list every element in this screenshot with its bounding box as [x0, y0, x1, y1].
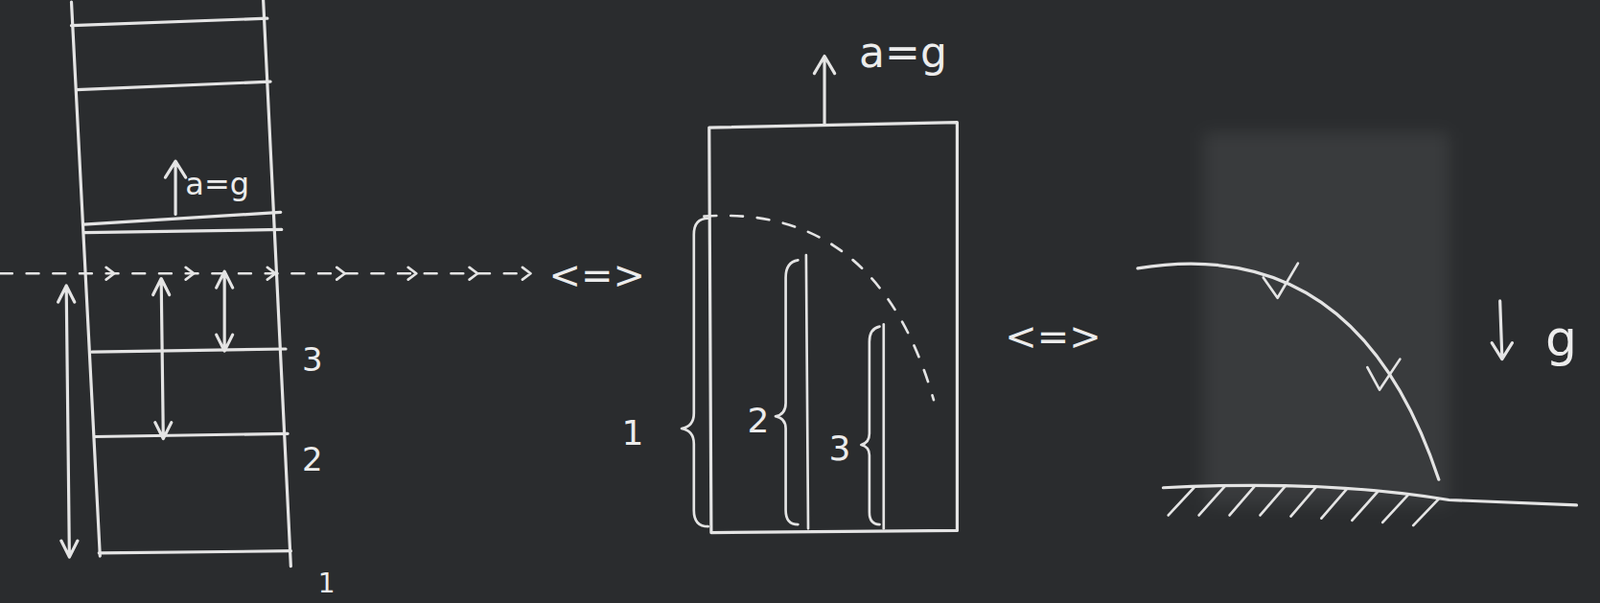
- velocity-mark: [1367, 359, 1400, 391]
- brace: [681, 218, 709, 527]
- brace: [860, 326, 880, 525]
- floor-line: [71, 18, 268, 25]
- floor-line: [94, 433, 288, 437]
- displacement-arrow: [58, 285, 78, 557]
- elevator-shaft: [71, 0, 292, 567]
- acceleration-arrow: [164, 161, 186, 214]
- callout-number: 1: [318, 570, 336, 598]
- elevator-box: [709, 122, 958, 534]
- equivalence-sign: <=>: [1004, 317, 1102, 356]
- floor-line: [84, 229, 281, 232]
- physics-label: a=g: [185, 168, 250, 200]
- screen-line: [881, 324, 885, 529]
- brace: [775, 259, 798, 525]
- acceleration-arrow: [813, 56, 835, 125]
- screen-line: [806, 255, 809, 529]
- direction-chevrons: [106, 267, 532, 280]
- light-path: [0, 272, 531, 276]
- callout-number: 3: [301, 343, 324, 376]
- callout-number: 2: [301, 442, 324, 476]
- gravity-arrow: [1491, 301, 1512, 360]
- callout-number: 2: [746, 403, 769, 439]
- velocity-mark: [1263, 263, 1299, 299]
- displacement-arrow: [216, 271, 233, 351]
- physics-label: a=g: [858, 31, 948, 74]
- trajectory: [1137, 263, 1439, 480]
- elevator-floor: [83, 211, 280, 225]
- light-trajectory: [703, 215, 933, 400]
- floor-line: [92, 348, 286, 352]
- ground-hatch: [1168, 486, 1439, 527]
- floor-line: [98, 551, 291, 554]
- shaft-wall: [263, 0, 292, 567]
- equivalence-sign: <=>: [548, 255, 646, 295]
- floor-line: [76, 81, 271, 91]
- physics-label: g: [1545, 313, 1577, 364]
- erased-smudge: [1204, 132, 1449, 505]
- callout-number: 3: [829, 431, 852, 466]
- shaft-wall: [71, 1, 101, 557]
- callout-number: 1: [621, 416, 644, 451]
- displacement-arrow: [153, 278, 172, 440]
